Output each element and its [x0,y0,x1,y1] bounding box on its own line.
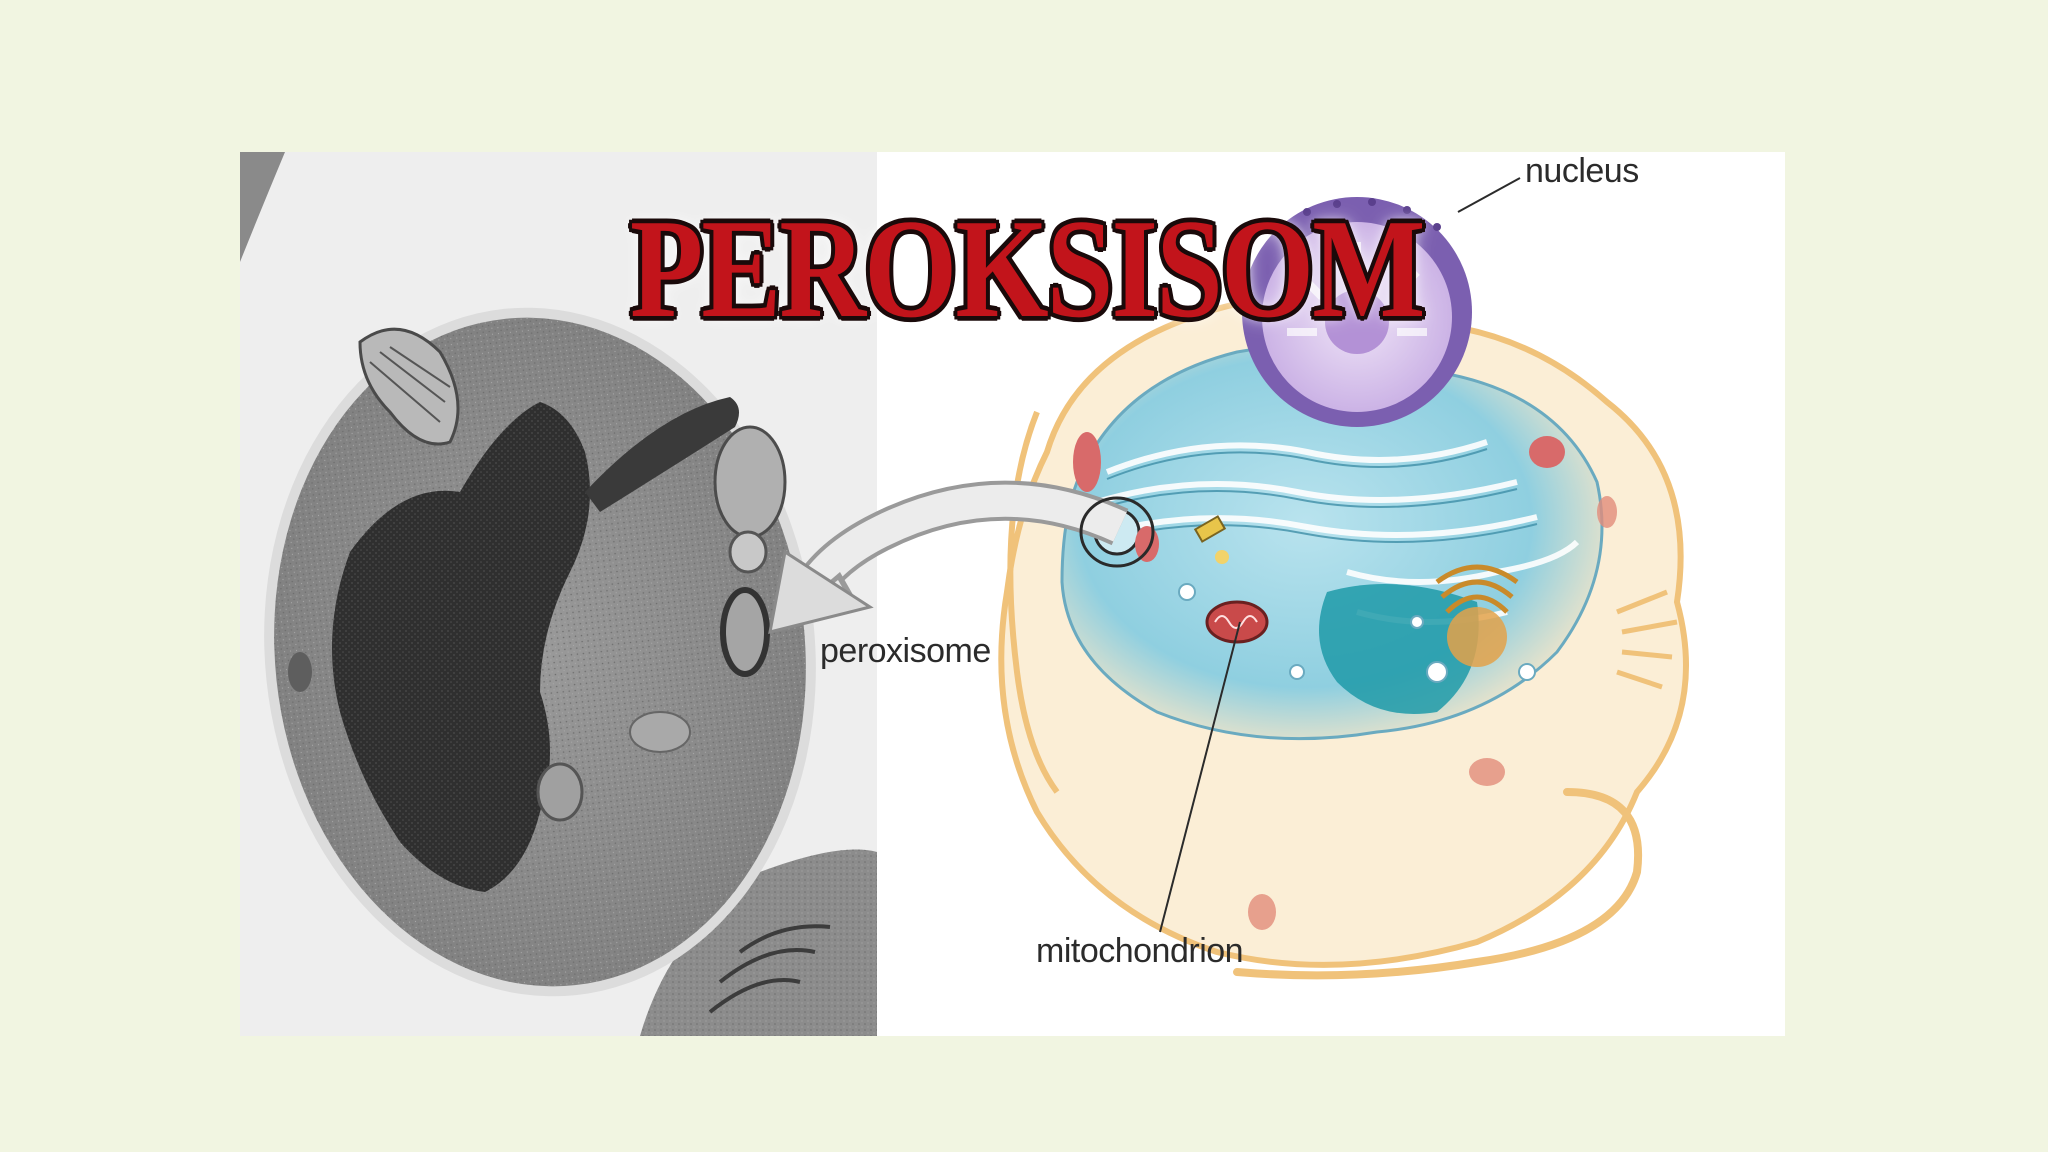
micrograph-image [240,152,877,1036]
label-nucleus: nucleus [1525,152,1639,190]
label-peroxisome: peroxisome [820,632,991,670]
page-title: PEROKSISOM [630,189,1425,347]
label-mitochondrion: mitochondrion [1036,932,1244,970]
